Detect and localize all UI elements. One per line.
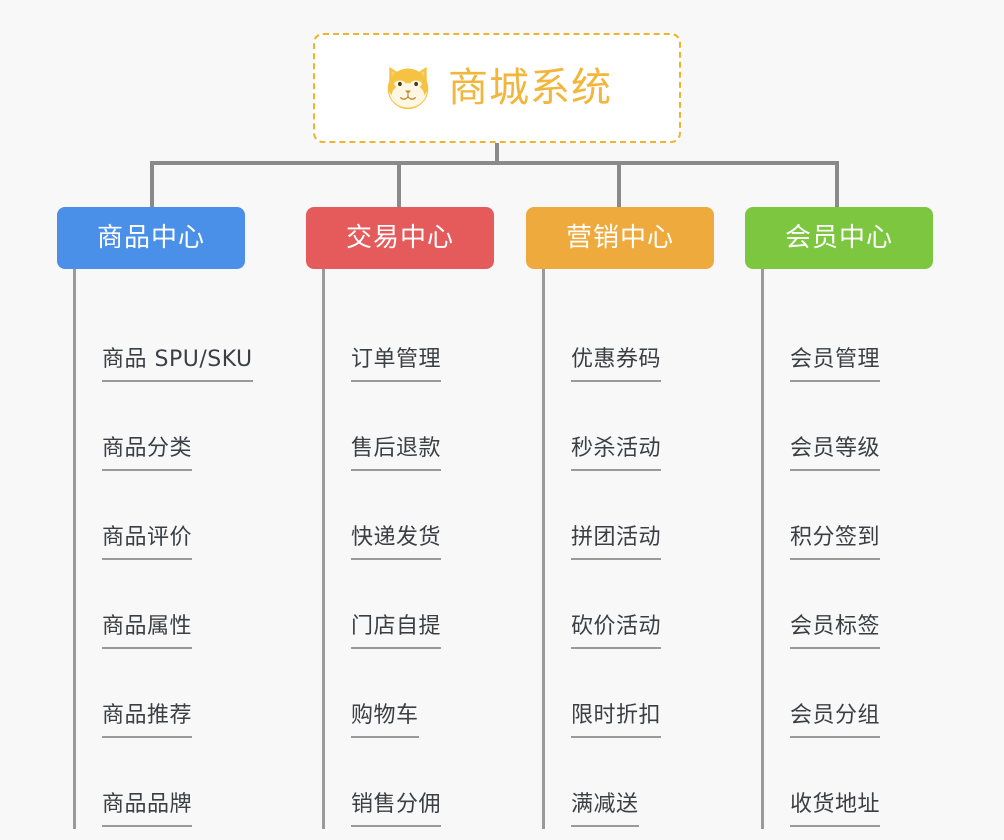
list-item[interactable]: 拼团活动 <box>526 471 714 560</box>
branch-header-trade-center[interactable]: 交易中心 <box>306 207 494 269</box>
connector-drop-marketing-center <box>617 161 621 207</box>
list-item[interactable]: 秒杀活动 <box>526 382 714 471</box>
branch-header-product-center[interactable]: 商品中心 <box>57 207 245 269</box>
list-item-label: 限时折扣 <box>571 705 662 738</box>
branch-items-trade-center: 订单管理 售后退款 快递发货 门店自提 购物车 销售分佣 <box>306 269 494 827</box>
connector-drop-trade-center <box>397 161 401 207</box>
connector-drop-product-center <box>150 161 154 207</box>
list-item-label: 销售分佣 <box>351 794 442 827</box>
list-item[interactable]: 满减送 <box>526 738 714 827</box>
shiba-dog-face-icon <box>382 62 434 114</box>
branch-header-marketing-center[interactable]: 营销中心 <box>526 207 714 269</box>
branch-product-center: 商品中心 商品 SPU/SKU 商品分类 商品评价 商品属性 商品推荐 商品品牌 <box>57 207 253 829</box>
list-item-label: 购物车 <box>351 705 419 738</box>
branch-header-member-center[interactable]: 会员中心 <box>745 207 933 269</box>
list-item[interactable]: 商品品牌 <box>57 738 253 827</box>
list-item[interactable]: 优惠券码 <box>526 293 714 382</box>
list-item-label: 会员管理 <box>790 349 881 382</box>
list-item[interactable]: 商品 SPU/SKU <box>57 293 253 382</box>
list-item[interactable]: 订单管理 <box>306 293 494 382</box>
list-item-label: 秒杀活动 <box>571 438 662 471</box>
list-item-label: 商品属性 <box>102 616 193 649</box>
list-item-label: 订单管理 <box>351 349 442 382</box>
branch-items-marketing-center: 优惠券码 秒杀活动 拼团活动 砍价活动 限时折扣 满减送 <box>526 269 714 827</box>
root-title: 商城系统 <box>448 65 612 111</box>
connector-root-stem <box>495 143 499 164</box>
branch-trade-center: 交易中心 订单管理 售后退款 快递发货 门店自提 购物车 销售分佣 <box>306 207 494 829</box>
list-item[interactable]: 会员标签 <box>745 560 933 649</box>
list-item-label: 售后退款 <box>351 438 442 471</box>
list-item-label: 满减送 <box>571 794 639 827</box>
list-item-label: 积分签到 <box>790 527 881 560</box>
branch-spine-marketing-center <box>542 269 545 829</box>
branch-spine-member-center <box>761 269 764 829</box>
branch-items-product-center: 商品 SPU/SKU 商品分类 商品评价 商品属性 商品推荐 商品品牌 <box>57 269 253 827</box>
list-item[interactable]: 会员管理 <box>745 293 933 382</box>
list-item-label: 门店自提 <box>351 616 442 649</box>
connector-drop-member-center <box>835 161 839 207</box>
list-item-label: 会员等级 <box>790 438 881 471</box>
list-item[interactable]: 商品分类 <box>57 382 253 471</box>
list-item[interactable]: 会员等级 <box>745 382 933 471</box>
list-item-label: 商品分类 <box>102 438 193 471</box>
list-item-label: 收货地址 <box>790 794 881 827</box>
list-item[interactable]: 售后退款 <box>306 382 494 471</box>
list-item[interactable]: 门店自提 <box>306 560 494 649</box>
list-item-label: 优惠券码 <box>571 349 662 382</box>
list-item[interactable]: 会员分组 <box>745 649 933 738</box>
list-item[interactable]: 快递发货 <box>306 471 494 560</box>
branch-spine-trade-center <box>322 269 325 829</box>
list-item-label: 快递发货 <box>351 527 442 560</box>
branch-marketing-center: 营销中心 优惠券码 秒杀活动 拼团活动 砍价活动 限时折扣 满减送 <box>526 207 714 829</box>
list-item-label: 会员分组 <box>790 705 881 738</box>
connector-horizontal-bus <box>150 161 839 165</box>
list-item[interactable]: 砍价活动 <box>526 560 714 649</box>
list-item-label: 砍价活动 <box>571 616 662 649</box>
list-item[interactable]: 购物车 <box>306 649 494 738</box>
list-item[interactable]: 商品评价 <box>57 471 253 560</box>
list-item[interactable]: 限时折扣 <box>526 649 714 738</box>
list-item[interactable]: 商品属性 <box>57 560 253 649</box>
list-item-label: 商品 SPU/SKU <box>102 349 253 382</box>
list-item-label: 商品推荐 <box>102 705 193 738</box>
list-item-label: 会员标签 <box>790 616 881 649</box>
list-item[interactable]: 收货地址 <box>745 738 933 827</box>
list-item[interactable]: 积分签到 <box>745 471 933 560</box>
root-node[interactable]: 商城系统 <box>313 33 681 143</box>
branch-member-center: 会员中心 会员管理 会员等级 积分签到 会员标签 会员分组 收货地址 <box>745 207 933 829</box>
list-item-label: 商品评价 <box>102 527 193 560</box>
list-item-label: 商品品牌 <box>102 794 193 827</box>
list-item-label: 拼团活动 <box>571 527 662 560</box>
branch-items-member-center: 会员管理 会员等级 积分签到 会员标签 会员分组 收货地址 <box>745 269 933 827</box>
list-item[interactable]: 商品推荐 <box>57 649 253 738</box>
branch-spine-product-center <box>73 269 76 829</box>
list-item[interactable]: 销售分佣 <box>306 738 494 827</box>
